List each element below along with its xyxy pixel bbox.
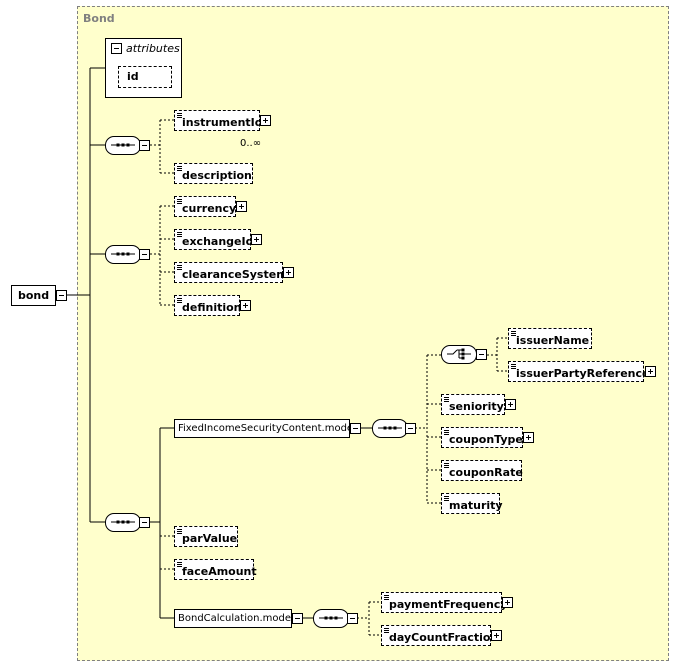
sequence-collapse-icon[interactable] xyxy=(139,249,150,260)
sequence-glyph-icon xyxy=(111,252,135,256)
dayCountFraction-label: dayCountFraction xyxy=(389,631,499,644)
seniority-label: seniority xyxy=(449,400,504,413)
faceAmount-element[interactable]: faceAmount xyxy=(174,559,257,580)
seniority-expand-icon[interactable] xyxy=(505,399,516,410)
maturity-label: maturity xyxy=(449,499,503,512)
documentation-icon xyxy=(177,199,182,204)
attributes-collapse-icon[interactable] xyxy=(111,43,122,54)
documentation-icon xyxy=(177,298,182,303)
clearanceSystem-expand-icon[interactable] xyxy=(283,267,294,278)
documentation-icon xyxy=(177,113,182,118)
exchangeId-expand-icon[interactable] xyxy=(251,234,262,245)
sequence-collapse-icon[interactable] xyxy=(139,140,150,151)
definition-element[interactable]: definition xyxy=(174,295,242,316)
clearanceSystem-element[interactable]: clearanceSystem xyxy=(174,262,288,283)
exchangeId-label: exchangeId xyxy=(182,235,254,248)
dayCountFraction-element[interactable]: dayCountFraction xyxy=(381,625,498,646)
bond-calculation-model-label: BondCalculation.model xyxy=(178,613,294,624)
definition-expand-icon[interactable] xyxy=(240,300,251,311)
couponRate-element[interactable]: couponRate xyxy=(441,460,523,481)
documentation-icon xyxy=(511,331,516,336)
couponType-element[interactable]: couponType xyxy=(441,427,523,448)
issuerName-element[interactable]: issuerName xyxy=(508,328,592,349)
documentation-icon xyxy=(444,397,449,402)
documentation-icon xyxy=(444,463,449,468)
paymentFrequency-element[interactable]: paymentFrequency xyxy=(381,592,508,613)
currency-element[interactable]: currency xyxy=(174,196,236,217)
faceAmount-label: faceAmount xyxy=(182,565,257,578)
bond-collapse-icon[interactable] xyxy=(56,290,67,301)
currency-label: currency xyxy=(182,202,237,215)
couponRate-label: couponRate xyxy=(449,466,523,479)
issuerPartyReference-label: issuerPartyReference xyxy=(516,367,650,380)
choice-collapse-icon[interactable] xyxy=(476,349,487,360)
seniority-element[interactable]: seniority xyxy=(441,394,505,415)
sequence-collapse-icon[interactable] xyxy=(405,423,416,434)
exchangeId-element[interactable]: exchangeId xyxy=(174,229,254,250)
couponType-expand-icon[interactable] xyxy=(523,432,534,443)
paymentFrequency-label: paymentFrequency xyxy=(389,598,508,611)
bond-label: bond xyxy=(18,289,50,302)
definition-label: definition xyxy=(182,301,242,314)
paymentFrequency-expand-icon[interactable] xyxy=(502,597,513,608)
documentation-icon xyxy=(444,430,449,435)
instrumentId-expand-icon[interactable] xyxy=(260,115,271,126)
documentation-icon xyxy=(384,595,389,600)
sequence-glyph-icon xyxy=(111,520,135,524)
dayCountFraction-expand-icon[interactable] xyxy=(491,630,502,641)
sequence-compositor-icon xyxy=(105,136,141,155)
description-element[interactable]: description xyxy=(174,163,253,184)
documentation-icon xyxy=(177,562,182,567)
sequence-compositor-icon xyxy=(105,245,141,264)
sequence-collapse-icon[interactable] xyxy=(139,517,150,528)
sequence-glyph-icon xyxy=(111,143,135,147)
sequence-compositor-icon xyxy=(105,513,141,532)
parValue-element[interactable]: parValue xyxy=(174,526,238,547)
fixed-income-model-group[interactable]: FixedIncomeSecurityContent.model xyxy=(174,419,356,438)
bond-element[interactable]: bond xyxy=(11,285,56,306)
issuerPartyReference-expand-icon[interactable] xyxy=(645,366,656,377)
choice-glyph-icon xyxy=(447,348,471,360)
sequence-collapse-icon[interactable] xyxy=(347,613,358,624)
fixed-income-model-collapse-icon[interactable] xyxy=(350,423,361,434)
sequence-compositor-icon xyxy=(372,419,408,438)
sequence-glyph-icon xyxy=(319,616,343,620)
sequence-glyph-icon xyxy=(378,426,402,430)
documentation-icon xyxy=(177,166,182,171)
couponType-label: couponType xyxy=(449,433,523,446)
parValue-label: parValue xyxy=(182,532,238,545)
issuerName-label: issuerName xyxy=(516,334,590,347)
attributes-title: attributes xyxy=(126,42,180,55)
issuerPartyReference-element[interactable]: issuerPartyReference xyxy=(508,361,650,382)
attribute-id: id xyxy=(118,66,172,88)
description-label: description xyxy=(182,169,252,182)
bond-calculation-model-group[interactable]: BondCalculation.model xyxy=(174,609,294,628)
bond-calculation-model-collapse-icon[interactable] xyxy=(292,613,303,624)
instrumentId-cardinality: 0..∞ xyxy=(240,138,262,149)
panel-title: Bond xyxy=(83,12,115,25)
documentation-icon xyxy=(511,364,516,369)
documentation-icon xyxy=(177,265,182,270)
documentation-icon xyxy=(177,529,182,534)
fixed-income-model-label: FixedIncomeSecurityContent.model xyxy=(178,423,356,434)
instrumentId-element[interactable]: instrumentId xyxy=(174,110,263,131)
choice-compositor-icon xyxy=(441,345,477,364)
attribute-id-label: id xyxy=(127,70,139,83)
instrumentId-label: instrumentId xyxy=(182,116,263,129)
documentation-icon xyxy=(177,232,182,237)
clearanceSystem-label: clearanceSystem xyxy=(182,268,288,281)
currency-expand-icon[interactable] xyxy=(236,201,247,212)
documentation-icon xyxy=(444,496,449,501)
sequence-compositor-icon xyxy=(313,609,349,628)
maturity-element[interactable]: maturity xyxy=(441,493,503,514)
documentation-icon xyxy=(384,628,389,633)
